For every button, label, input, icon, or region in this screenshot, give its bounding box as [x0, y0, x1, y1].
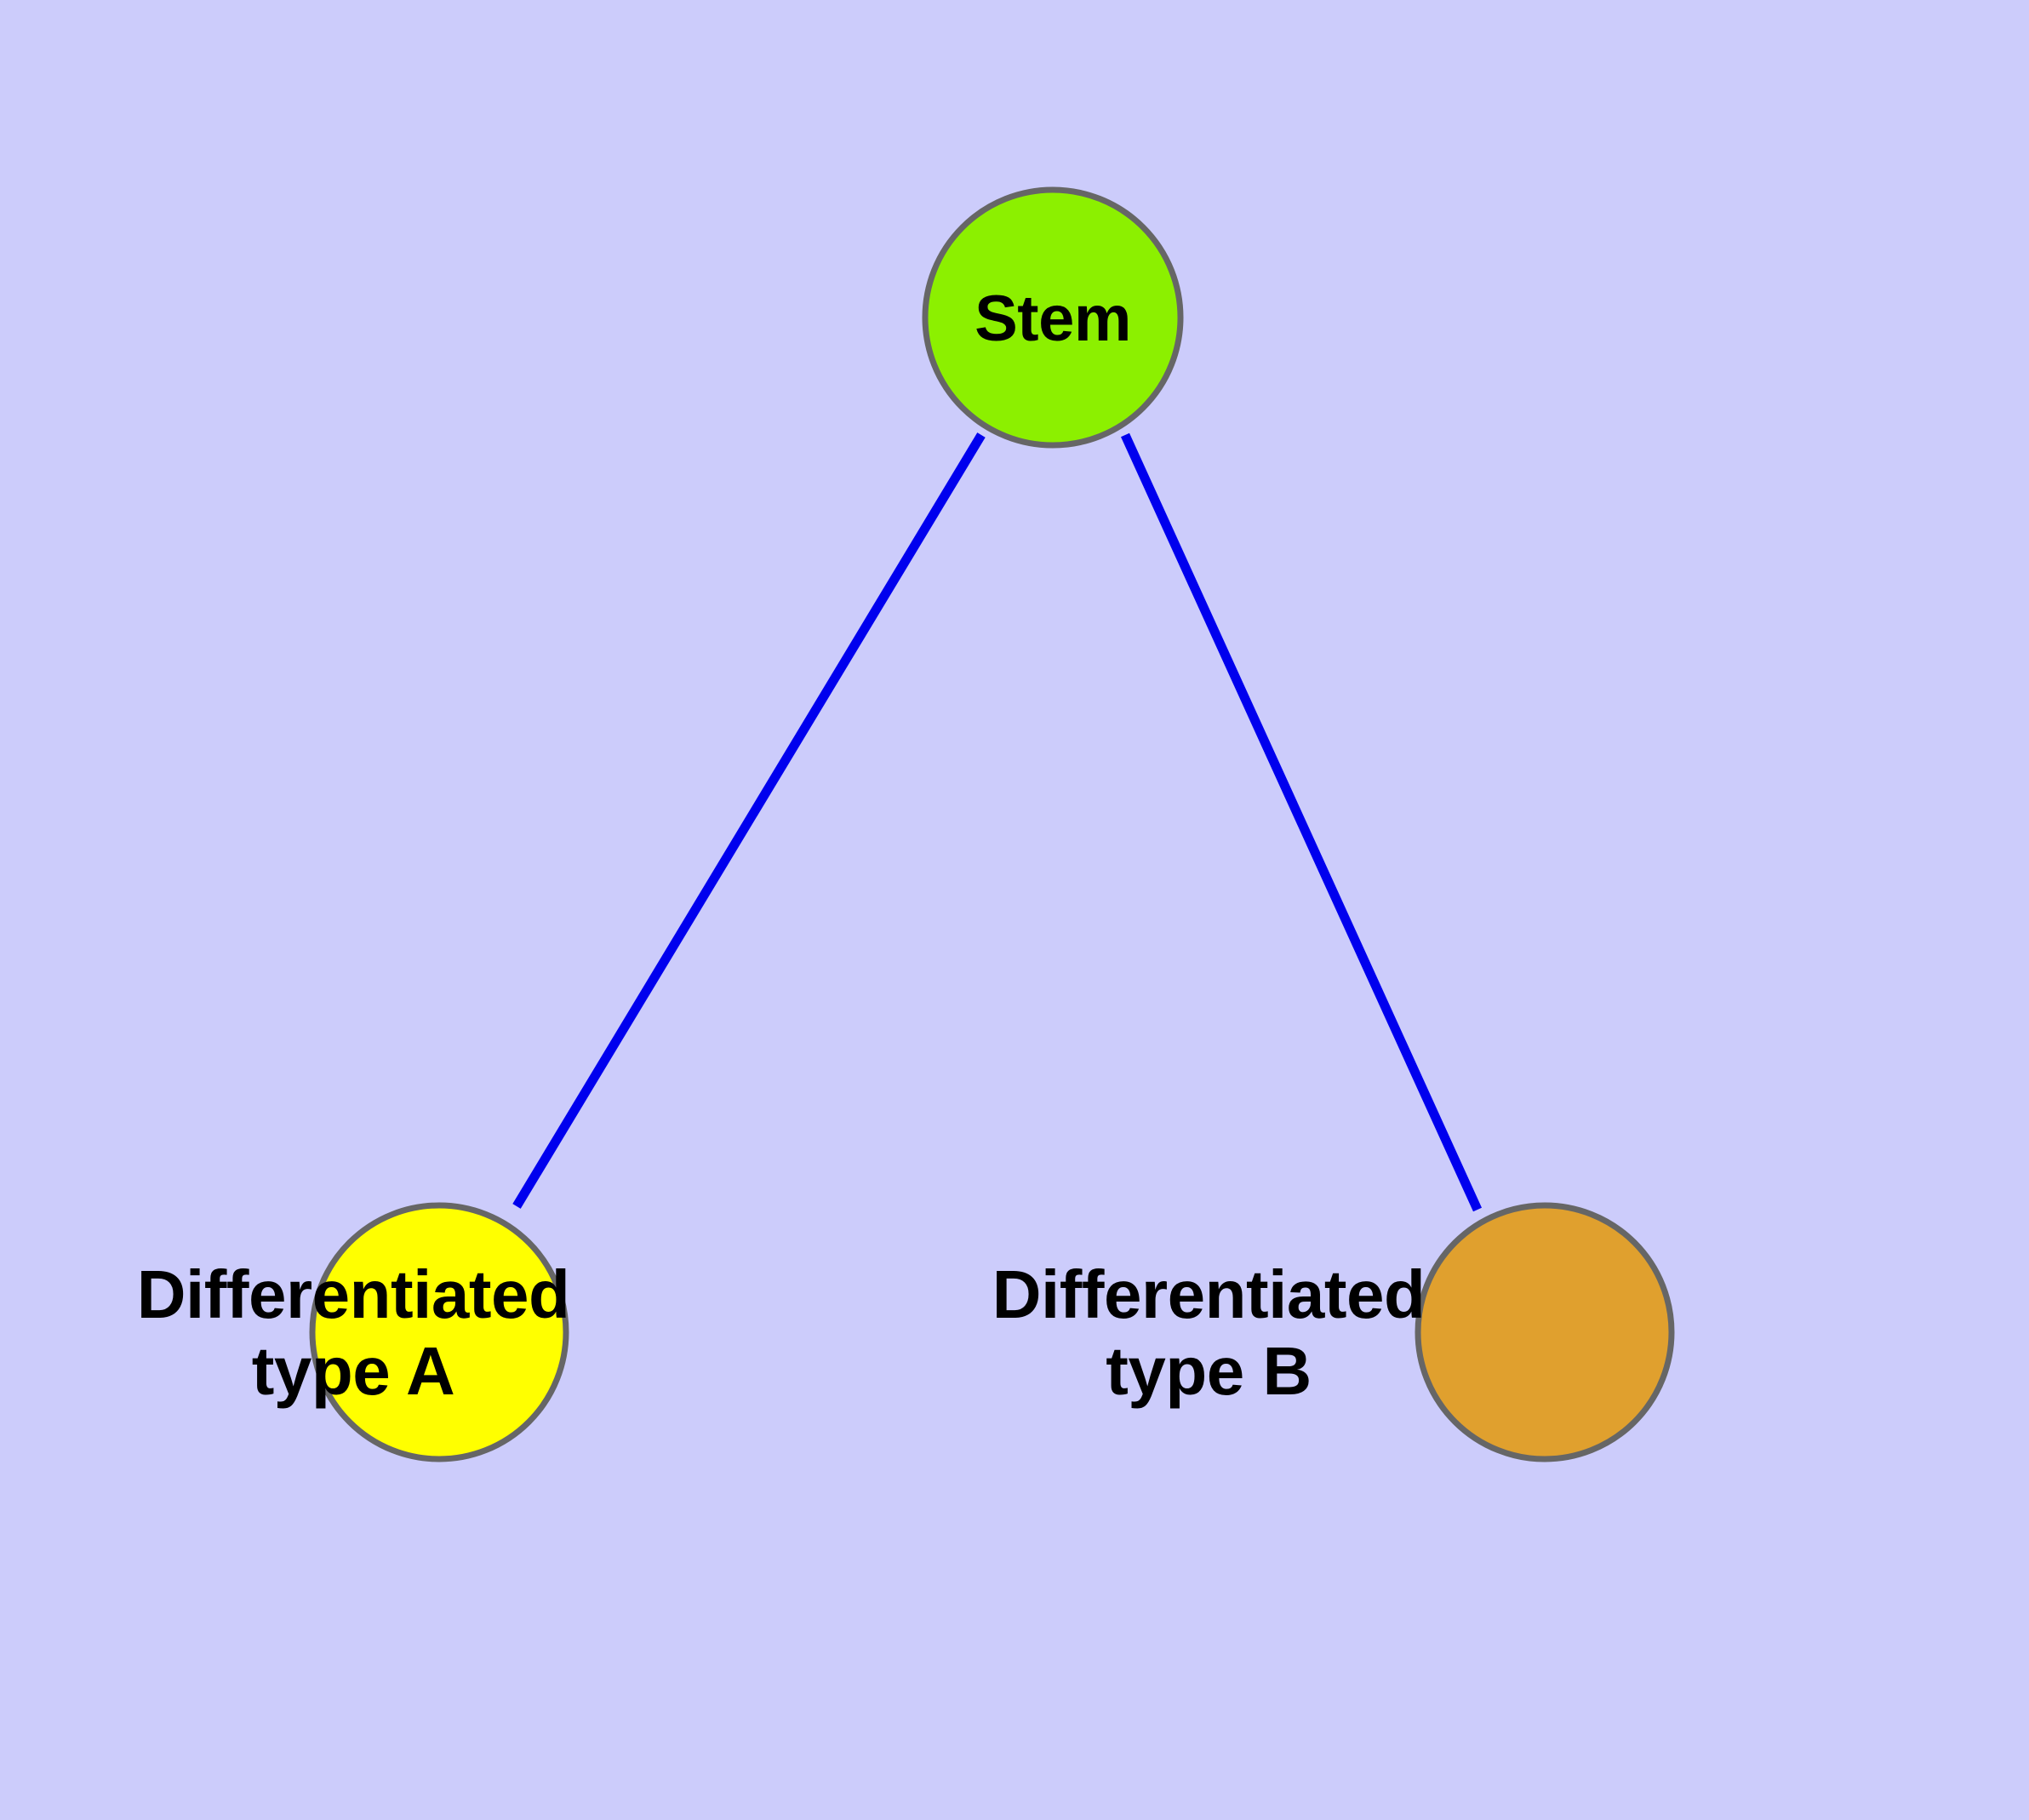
edge-stem-to-differentiated-type-a	[512, 432, 986, 1209]
node-differentiated-type-a[interactable]	[309, 1202, 569, 1462]
edge-stem-to-differentiated-type-b	[1120, 432, 1483, 1212]
node-differentiated-type-b[interactable]	[1415, 1202, 1675, 1462]
node-stem[interactable]	[922, 186, 1184, 449]
